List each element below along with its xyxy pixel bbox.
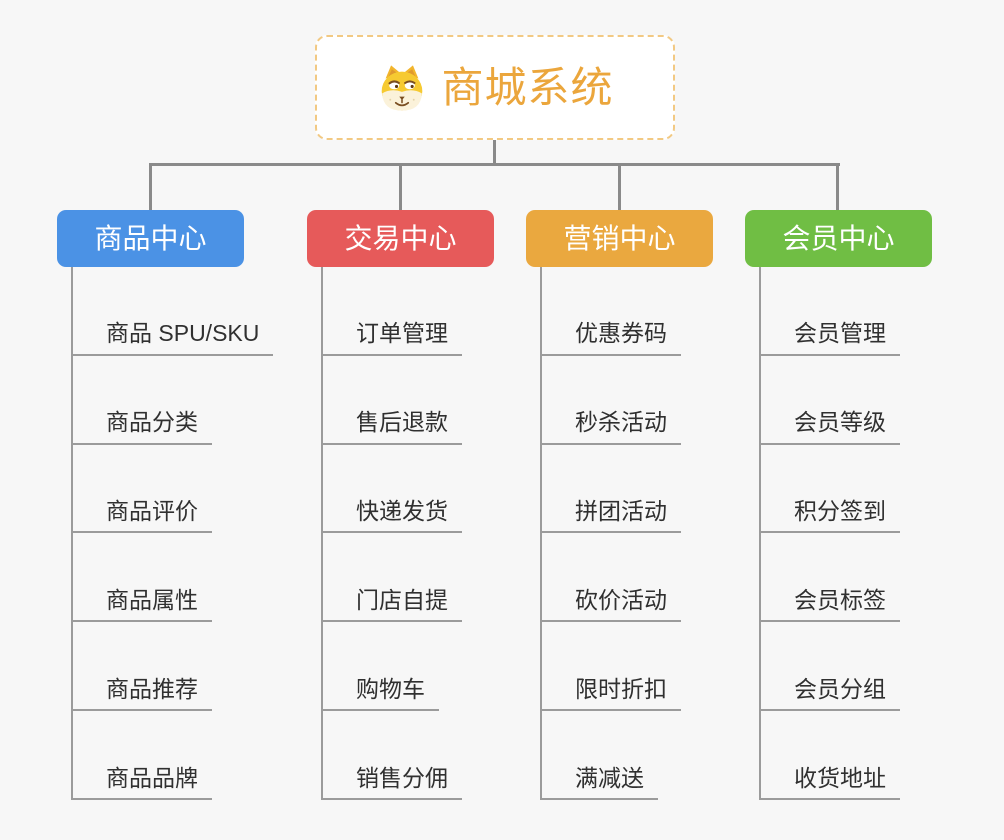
leaf-label: 售后退款 [356,409,448,436]
connector-branch-stub-2 [399,166,402,210]
leaf-label: 会员管理 [794,320,886,347]
leaf-label: 拼团活动 [575,498,667,525]
leaf-node[interactable]: 会员标签 [761,533,900,623]
leaf-label: 会员等级 [794,409,886,436]
leaf-node[interactable]: 订单管理 [323,267,462,356]
leaf-label: 商品推荐 [106,675,198,702]
leaf-label: 商品 SPU/SKU [106,320,260,347]
connector-branch-stub-1 [149,166,152,210]
connector-root-stub [493,140,496,166]
branch-node-member-center[interactable]: 会员中心 [745,210,932,267]
leaf-column-trade: 订单管理 售后退款 快递发货 门店自提 购物车 销售分佣 [321,267,462,800]
leaf-node[interactable]: 会员分组 [761,622,900,712]
leaf-node[interactable]: 限时折扣 [542,622,681,712]
leaf-node[interactable]: 拼团活动 [542,445,681,534]
leaf-node[interactable]: 商品推荐 [73,622,212,712]
leaf-column-product: 商品 SPU/SKU 商品分类 商品评价 商品属性 商品推荐 商品品牌 [71,267,274,800]
doge-icon [382,64,423,111]
leaf-label: 优惠券码 [575,320,667,347]
root-title: 商城系统 [441,63,614,111]
leaf-node[interactable]: 收货地址 [761,711,900,800]
leaf-label: 购物车 [356,675,425,702]
leaf-node[interactable]: 满减送 [542,711,658,800]
branch-label: 会员中心 [782,222,895,254]
leaf-node[interactable]: 购物车 [323,622,439,712]
leaf-label: 商品分类 [106,409,198,436]
leaf-label: 满减送 [575,764,644,791]
leaf-node[interactable]: 快递发货 [323,445,462,534]
leaf-node[interactable]: 商品品牌 [73,711,212,800]
branch-node-product-center[interactable]: 商品中心 [57,210,244,267]
leaf-node[interactable]: 销售分佣 [323,711,462,800]
connector-branch-stub-4 [836,166,839,210]
leaf-node[interactable]: 优惠券码 [542,267,681,356]
leaf-label: 商品品牌 [106,764,198,791]
leaf-node[interactable]: 秒杀活动 [542,356,681,445]
leaf-label: 积分签到 [794,498,886,525]
leaf-label: 销售分佣 [356,764,448,791]
connector-bus [149,163,840,166]
leaf-label: 秒杀活动 [575,409,667,436]
leaf-label: 砍价活动 [575,586,667,613]
leaf-column-member: 会员管理 会员等级 积分签到 会员标签 会员分组 收货地址 [759,267,900,800]
leaf-column-marketing: 优惠券码 秒杀活动 拼团活动 砍价活动 限时折扣 满减送 [540,267,681,800]
leaf-label: 门店自提 [356,586,448,613]
leaf-node[interactable]: 会员等级 [761,356,900,445]
leaf-label: 收货地址 [794,764,886,791]
root-node[interactable]: 商城系统 [315,35,675,140]
leaf-label: 订单管理 [356,320,448,347]
branch-node-trade-center[interactable]: 交易中心 [307,210,494,267]
leaf-node[interactable]: 砍价活动 [542,533,681,623]
leaf-node[interactable]: 商品 SPU/SKU [73,267,274,356]
branch-label: 商品中心 [94,222,207,254]
leaf-node[interactable]: 积分签到 [761,445,900,534]
branch-label: 交易中心 [344,222,457,254]
branch-node-marketing-center[interactable]: 营销中心 [526,210,713,267]
branch-label: 营销中心 [563,222,676,254]
leaf-node[interactable]: 商品属性 [73,533,212,623]
leaf-label: 限时折扣 [575,675,667,702]
connector-branch-stub-3 [618,166,621,210]
leaf-node[interactable]: 商品评价 [73,445,212,534]
leaf-label: 快递发货 [356,498,448,525]
leaf-node[interactable]: 门店自提 [323,533,462,623]
leaf-node[interactable]: 售后退款 [323,356,462,445]
leaf-label: 商品评价 [106,498,198,525]
leaf-node[interactable]: 商品分类 [73,356,212,445]
leaf-label: 商品属性 [106,586,198,613]
leaf-label: 会员标签 [794,586,886,613]
leaf-label: 会员分组 [794,675,886,702]
leaf-node[interactable]: 会员管理 [761,267,900,356]
